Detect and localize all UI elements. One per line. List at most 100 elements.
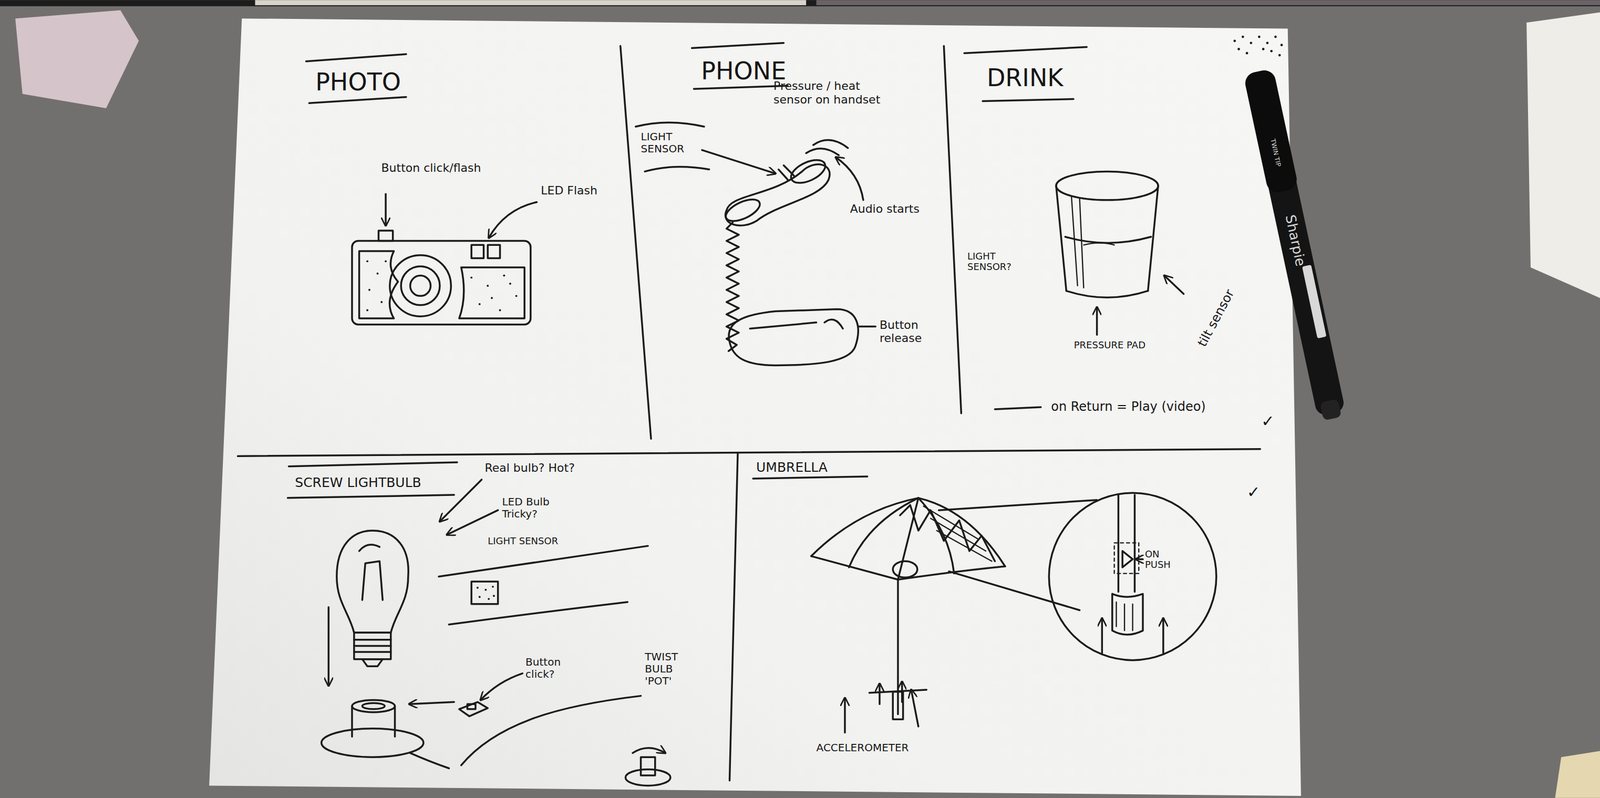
leader-arrow: [384, 193, 387, 226]
grip-texture: [499, 309, 502, 312]
dot-texture: [1274, 35, 1277, 39]
dot-texture: [1280, 43, 1284, 47]
annotation-label: Button click?: [525, 656, 587, 681]
annotation-label: Real bulb? Hot?: [484, 461, 577, 475]
grip-texture: [490, 296, 493, 299]
table-background: [1555, 750, 1600, 798]
phone-sketch: [813, 140, 849, 149]
dot-texture: [1266, 41, 1269, 45]
annotation-label: LIGHT SENSOR: [487, 535, 559, 547]
lightbulb-sketch: [362, 659, 383, 667]
umbrella-sketch: [1048, 492, 1216, 660]
grip-texture: [502, 274, 505, 277]
phone-sketch: [723, 140, 859, 366]
heading-text: UMBRELLA: [756, 460, 828, 476]
phone-sketch: [725, 164, 830, 226]
heading-text: DRINK: [986, 64, 1064, 92]
leader-arrow: [994, 275, 1184, 410]
dot-texture: [1237, 47, 1241, 51]
dot-texture: [1262, 47, 1265, 51]
lightbulb-sketch: [461, 696, 642, 766]
dot-texture: [1257, 35, 1261, 39]
grip-texture: [384, 260, 387, 263]
umbrella-sketch: [1122, 551, 1133, 568]
panel-divider: [237, 449, 1261, 457]
lightbulb-sketch: [459, 702, 488, 717]
heading-underline: [287, 494, 455, 499]
annotation-label: TWIST BULB 'POT': [644, 651, 686, 688]
annotation-label: Button click/flash: [372, 161, 490, 175]
leader-arrow: [702, 150, 776, 174]
annotation-label: LED Bulb Tricky?: [501, 496, 584, 521]
heading-underline: [964, 47, 1087, 54]
sensor-texture: [492, 594, 495, 597]
annotation-label: LED Flash: [540, 183, 603, 198]
sensor-texture: [487, 597, 490, 601]
heading-text: PHOTO: [315, 68, 401, 97]
grip-texture: [470, 276, 473, 279]
umbrella-sketch: [843, 697, 846, 733]
lightbulb-sketch: [362, 561, 383, 601]
leader-arrow: [439, 479, 482, 522]
phone-sketch: [726, 222, 739, 352]
dot-texture: [1241, 35, 1245, 39]
lightbulb-sketch: [438, 545, 648, 577]
lightbulb-sketch: [336, 530, 409, 633]
heading-underline: [982, 99, 1074, 102]
annotation-label: ON PUSH: [1144, 549, 1181, 571]
umbrella-sketch: [1112, 593, 1143, 635]
dot-texture: [1250, 41, 1253, 45]
annotation-label: ✓: [1261, 412, 1275, 431]
panel-heading: PHOTO: [314, 67, 402, 98]
dot-texture: [1278, 54, 1282, 57]
umbrella-sketch: [1116, 602, 1133, 631]
lightbulb-sketch: [354, 632, 391, 659]
lightbulb-sketch: [352, 699, 396, 712]
leader-arrow: [859, 325, 876, 328]
umbrella-sketch: [878, 683, 881, 705]
glass-sketch: [1066, 291, 1148, 298]
umbrella-sketch: [911, 689, 919, 727]
grip-texture: [366, 309, 369, 312]
umbrella-sketch: [869, 689, 927, 694]
lightbulb-sketch: [362, 703, 385, 710]
heading-underline: [752, 476, 868, 479]
table-background: [254, 0, 807, 6]
leader-arrow: [994, 407, 1041, 410]
phone-sketch: [749, 322, 817, 329]
camera-sketch: [459, 267, 525, 319]
glass-sketch: [1071, 195, 1084, 288]
leader-arrow: [327, 607, 330, 687]
panel-divider: [620, 46, 652, 440]
table-background: [816, 0, 1600, 6]
panel-divider: [729, 452, 739, 781]
umbrella-sketch: [1101, 618, 1103, 654]
panel-heading: SCREW LIGHTBULB: [293, 474, 422, 492]
camera-sketch: [352, 240, 531, 325]
annotation-label: on Return = Play (video): [1050, 399, 1206, 415]
lightbulb-sketch: [321, 530, 671, 786]
umbrella-sketch: [1135, 558, 1143, 561]
heading-text: SCREW LIGHTBULB: [294, 475, 421, 491]
panel-divider: [943, 46, 962, 414]
umbrella-sketch: [892, 561, 918, 578]
grip-texture: [486, 284, 489, 287]
lightbulb-sketch: [352, 706, 396, 737]
umbrella-sketch: [923, 506, 992, 562]
camera-sketch: [410, 275, 431, 297]
glass-sketch: [1148, 186, 1159, 292]
phone-sketch: [723, 194, 763, 226]
umbrella-sketch: [900, 504, 996, 562]
leader-arrow: [385, 193, 537, 239]
grip-texture: [380, 301, 383, 304]
leader-arrow: [635, 122, 705, 127]
annotation-label: tilt sensor: [1195, 287, 1238, 350]
camera-sketch: [359, 251, 399, 319]
camera-sketch: [400, 266, 440, 306]
annotation-label: LIGHT SENSOR?: [967, 251, 1031, 273]
lightbulb-sketch: [641, 757, 656, 776]
heading-underline: [287, 43, 1088, 499]
umbrella-sketch: [811, 556, 1006, 581]
